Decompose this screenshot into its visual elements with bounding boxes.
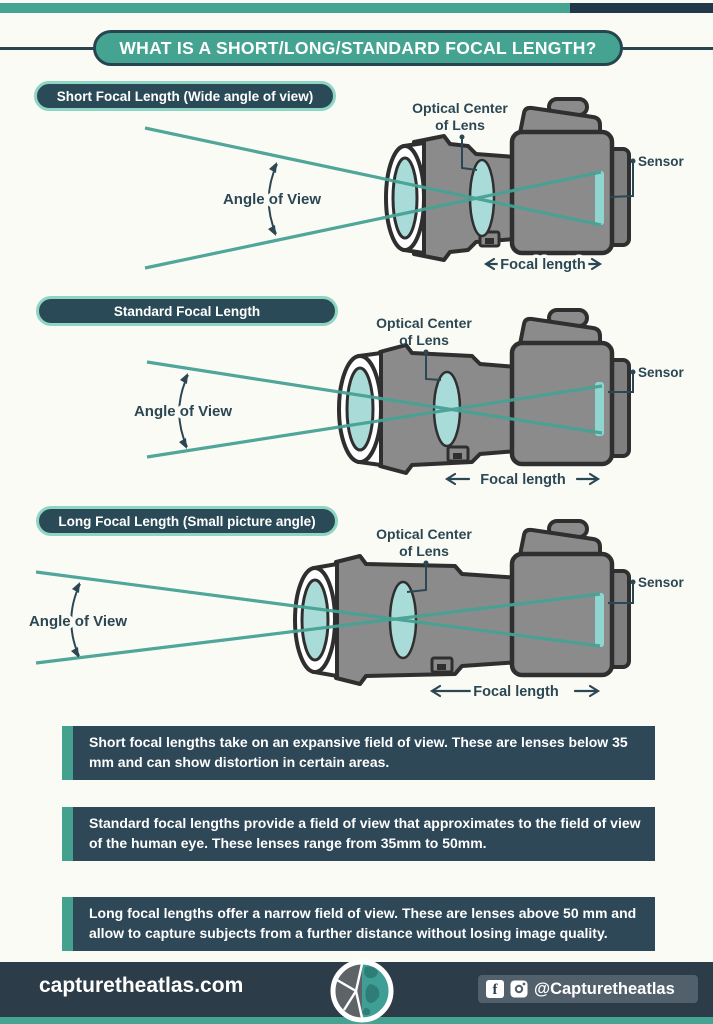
lens-barrel [334, 554, 522, 686]
svg-text:of Lens: of Lens [399, 543, 449, 559]
svg-text:Optical Center: Optical Center [376, 526, 472, 542]
light-rays [144, 126, 602, 270]
angle-arc [70, 582, 81, 658]
angle-of-view-label: Angle of View [134, 403, 232, 420]
top-strip-dark [570, 3, 713, 13]
website-link[interactable]: capturetheatlas.com [39, 974, 244, 997]
focal-length-label: Focal length [483, 254, 603, 277]
instagram-icon [510, 980, 528, 998]
focal-length-label: Focal length [429, 681, 601, 704]
sensor-label: Sensor [608, 575, 685, 604]
accent-bar [62, 807, 73, 862]
diagram-long-focal: Angle of View Optical Center of Lens Sen… [25, 521, 685, 704]
svg-text:Optical Center: Optical Center [376, 315, 472, 331]
info-text: Short focal lengths take on an expansive… [89, 734, 628, 770]
light-rays [146, 360, 603, 459]
svg-text:Focal length: Focal length [473, 684, 558, 700]
page-title: WHAT IS A SHORT/LONG/STANDARD FOCAL LENG… [93, 30, 623, 66]
svg-text:Sensor: Sensor [638, 575, 685, 590]
angle-arc [178, 373, 189, 449]
section-label-short: Short Focal Length (Wide angle of view) [34, 81, 336, 111]
angle-of-view-label: Angle of View [29, 613, 127, 630]
facebook-icon: f [486, 980, 504, 998]
social-handle-box[interactable]: f @Capturetheatlas [478, 975, 698, 1003]
svg-text:Focal length: Focal length [480, 472, 565, 488]
sensor-label: Sensor [608, 365, 685, 393]
info-text: Standard focal lengths provide a field o… [89, 815, 641, 851]
accent-bar [62, 897, 73, 952]
camera-body [512, 310, 629, 464]
svg-text:Optical Center: Optical Center [412, 100, 508, 116]
accent-bar [62, 726, 73, 781]
svg-text:Sensor: Sensor [638, 154, 685, 169]
sensor-label: Sensor [609, 154, 685, 198]
info-box-standard: Standard focal lengths provide a field o… [62, 807, 655, 862]
info-box-long: Long focal lengths offer a narrow field … [62, 897, 655, 952]
svg-text:Sensor: Sensor [638, 365, 685, 380]
svg-text:of Lens: of Lens [435, 117, 485, 133]
focal-length-diagrams: Angle of View Optical Center of Lens Sen… [25, 70, 685, 704]
angle-arc [267, 162, 278, 236]
diagram-short-focal: Angle of View Optical Center of Lens Sen… [144, 99, 685, 277]
optical-center-label: Optical Center of Lens [376, 315, 472, 381]
svg-text:of Lens: of Lens [399, 332, 449, 348]
info-box-short: Short focal lengths take on an expansive… [62, 726, 655, 781]
diagram-standard-focal: Angle of View Optical Center of Lens Sen… [130, 310, 685, 492]
optical-center-label: Optical Center of Lens [376, 526, 472, 593]
camera-body [512, 99, 629, 253]
info-text: Long focal lengths offer a narrow field … [89, 905, 637, 941]
section-label-long: Long Focal Length (Small picture angle) [36, 506, 338, 536]
optical-center-label: Optical Center of Lens [412, 100, 508, 171]
social-handle-text: @Capturetheatlas [534, 979, 675, 998]
angle-of-view-label: Angle of View [223, 191, 321, 208]
section-label-standard: Standard Focal Length [36, 296, 338, 326]
globe-shutter-logo [327, 956, 397, 1024]
focal-length-label: Focal length [444, 469, 601, 492]
svg-text:Focal length: Focal length [500, 257, 585, 273]
top-strip-teal [0, 3, 570, 13]
light-rays [35, 570, 601, 665]
